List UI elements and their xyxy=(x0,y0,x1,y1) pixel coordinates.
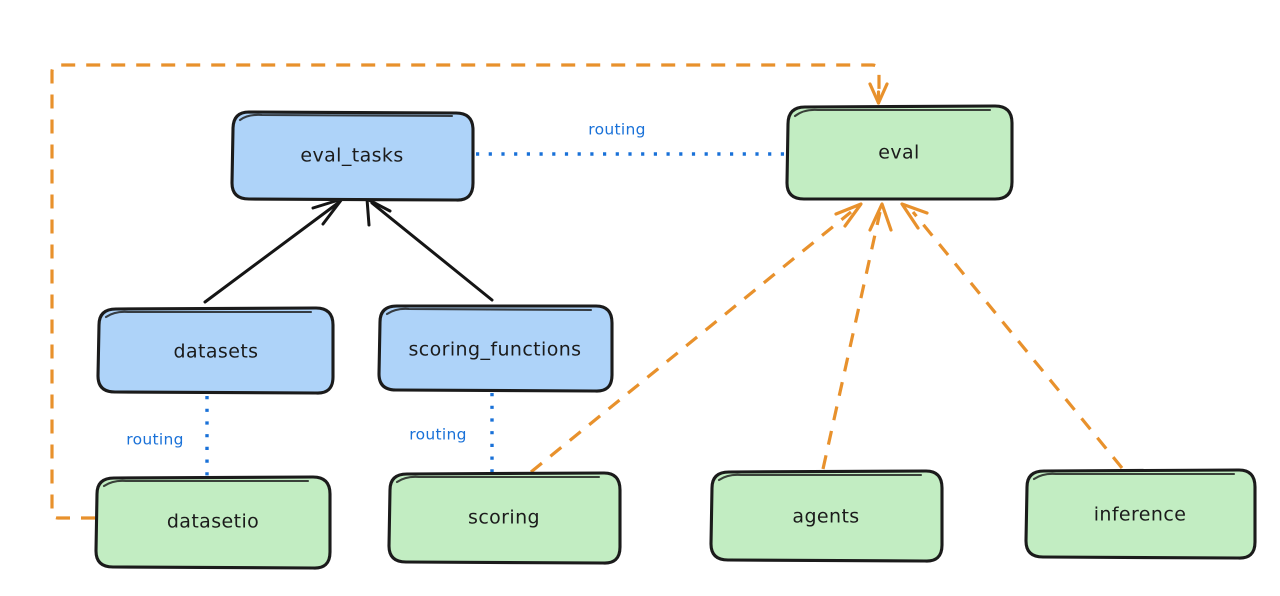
edge-label-routing-scoring-functions: routing xyxy=(409,426,467,444)
node-inference[interactable]: inference xyxy=(1024,468,1257,560)
node-eval-tasks[interactable]: eval_tasks xyxy=(230,110,475,202)
node-agents[interactable]: agents xyxy=(709,469,944,563)
edge-label-routing-eval-tasks: routing xyxy=(588,121,646,139)
node-label-scoring-functions: scoring_functions xyxy=(409,339,582,361)
node-datasetio[interactable]: datasetio xyxy=(94,475,332,570)
edge-label-layer: routing routing routing xyxy=(126,121,646,449)
edge-agents-eval xyxy=(821,202,893,470)
node-label-scoring: scoring xyxy=(468,507,540,529)
edge-inference-eval xyxy=(900,202,1124,470)
node-label-datasets: datasets xyxy=(174,341,259,363)
node-layer: eval_tasks eval datasets scor xyxy=(94,104,1257,570)
edge-datasetio-eval xyxy=(50,63,889,520)
node-label-datasetio: datasetio xyxy=(167,511,259,533)
node-label-eval-tasks: eval_tasks xyxy=(300,145,403,167)
node-datasets[interactable]: datasets xyxy=(96,306,335,395)
node-label-eval: eval xyxy=(878,142,919,164)
edge-datasets-eval-tasks xyxy=(203,197,344,304)
edge-layer xyxy=(50,63,1124,520)
edge-scoring-functions-eval-tasks xyxy=(365,197,494,302)
node-scoring[interactable]: scoring xyxy=(387,471,622,565)
node-eval[interactable]: eval xyxy=(785,104,1014,201)
edge-label-routing-datasets: routing xyxy=(126,431,184,449)
edge-scoring-eval xyxy=(529,202,863,474)
node-label-inference: inference xyxy=(1094,504,1187,526)
node-scoring-functions[interactable]: scoring_functions xyxy=(377,304,614,393)
node-label-agents: agents xyxy=(792,506,859,528)
